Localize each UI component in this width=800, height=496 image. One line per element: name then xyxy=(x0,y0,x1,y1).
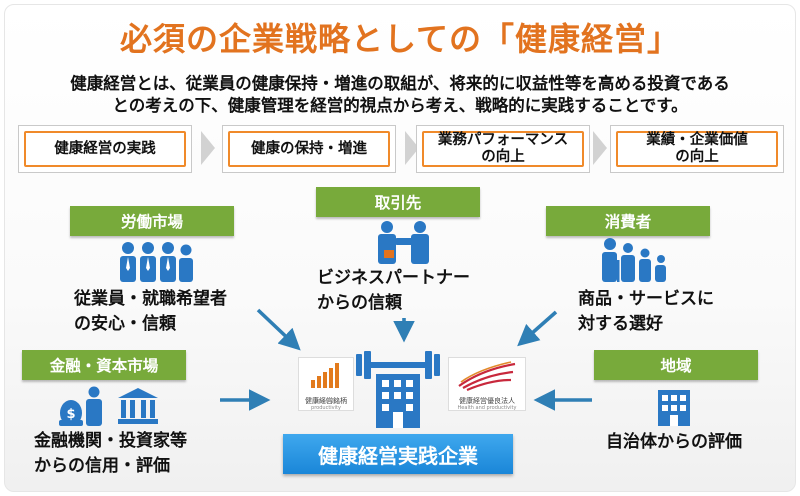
text-line: 商品・サービスに xyxy=(578,289,714,309)
brand-logo: 健康経営銘柄 Health and productivity xyxy=(298,357,354,411)
text-partners: ビジネスパートナー からの信頼 xyxy=(317,266,470,316)
text-line: からの信頼 xyxy=(317,293,402,313)
brand-logo-sub: Health and productivity xyxy=(311,399,341,411)
flow-step-label-2: の向上 xyxy=(675,149,719,165)
lead-line-1: 健康経営とは、従業員の健康保持・増進の取組が、将来的に収益性等を高める投資である xyxy=(70,74,730,93)
flow-step-practice: 健康経営の実践 xyxy=(18,125,192,173)
flow-step-label: 健康の保持・増進 xyxy=(251,140,367,157)
text-line: の安心・信頼 xyxy=(74,314,176,334)
family-icon xyxy=(602,238,666,282)
text-labor-market: 従業員・就職希望者 の安心・信頼 xyxy=(74,287,227,337)
flame-logo xyxy=(458,361,516,392)
chevron-right-icon xyxy=(405,131,419,165)
bank-icon xyxy=(118,388,158,424)
center-company-box: 健康経営実践企業 xyxy=(283,434,513,474)
city-hall-icon xyxy=(658,390,690,426)
flow-step-label: 健康経営の実践 xyxy=(54,140,156,157)
svg-text:$: $ xyxy=(66,407,75,422)
chevron-right-icon xyxy=(593,131,607,165)
label-region: 地域 xyxy=(594,350,758,380)
label-partners: 取引先 xyxy=(316,187,480,217)
growth-bars-logo xyxy=(311,363,339,388)
text-line: からの信用・評価 xyxy=(34,456,170,476)
page-title: 必須の企業戦略としての「健康経営」 xyxy=(119,20,681,58)
label-consumers: 消費者 xyxy=(546,206,710,236)
chevron-right-icon xyxy=(201,131,215,165)
brand-logo-caption: 健康経営銘柄 xyxy=(305,397,347,405)
text-line: ビジネスパートナー xyxy=(317,268,470,288)
staff-group-icon xyxy=(120,242,193,282)
label-labor-market: 労働市場 xyxy=(70,206,234,236)
corp-logo-caption: 健康経営優良法人 xyxy=(459,397,515,405)
process-flow: 健康経営の実践 健康の保持・増進 業務パフォーマンスの向上 業績・企業価値の向上 xyxy=(18,125,784,173)
corp-logo-sub: Health and productivity xyxy=(457,405,517,411)
finance-icon: $ xyxy=(59,386,102,426)
text-consumers: 商品・サービスに 対する選好 xyxy=(578,287,714,337)
text-line: 従業員・就職希望者 xyxy=(74,289,227,309)
text-line: 対する選好 xyxy=(578,314,663,334)
building-dumbbell-icon xyxy=(356,351,440,428)
text-line: 金融機関・投資家等 xyxy=(34,431,187,451)
flow-step-value: 業績・企業価値の向上 xyxy=(610,125,784,173)
label-capital-market: 金融・資本市場 xyxy=(22,350,186,380)
corp-logo: 健康経営優良法人 Health and productivity xyxy=(448,357,526,411)
flow-step-performance: 業務パフォーマンスの向上 xyxy=(416,125,590,173)
flow-step-label: 業務パフォーマンス xyxy=(437,132,569,148)
flow-step-label: 業績・企業価値 xyxy=(646,132,748,148)
text-capital-market: 金融機関・投資家等 からの信用・評価 xyxy=(34,429,187,479)
text-line: 自治体からの評価 xyxy=(606,432,742,452)
lead-line-2: との考えの下、健康管理を経営的視点から考え、戦略的に実践することです。 xyxy=(112,96,688,115)
flow-step-label-2: の向上 xyxy=(481,149,525,165)
handshake-icon xyxy=(378,221,429,264)
flow-step-health: 健康の保持・増進 xyxy=(222,125,396,173)
text-region: 自治体からの評価 xyxy=(606,430,742,455)
